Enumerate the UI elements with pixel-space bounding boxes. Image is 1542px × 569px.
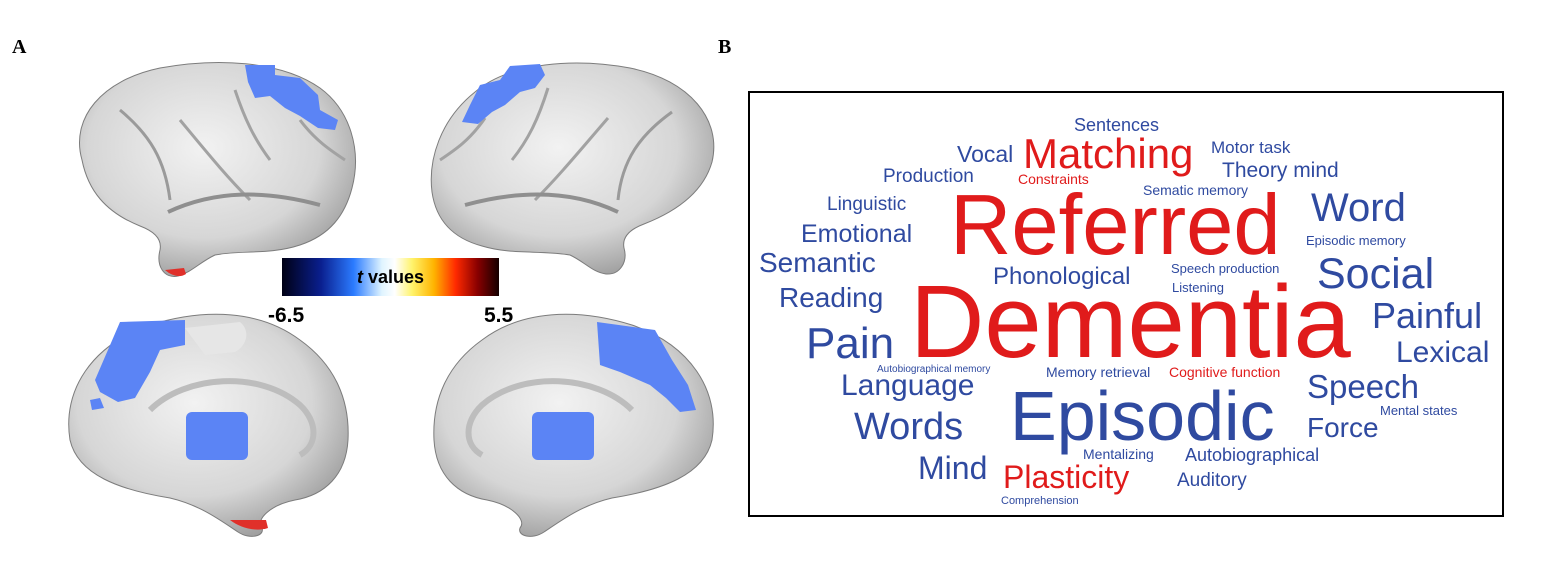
word-vocal: Vocal xyxy=(957,141,1014,167)
word-language: Language xyxy=(841,369,975,402)
colorbar-gradient xyxy=(282,258,499,296)
word-reading: Reading xyxy=(779,282,884,313)
word-mentalizing: Mentalizing xyxy=(1083,446,1154,462)
word-autobiographical-memory: Autobiographical memory xyxy=(877,364,991,375)
brain-lateral-left xyxy=(79,62,356,277)
colorbar-title: t values xyxy=(282,258,499,296)
word-force: Force xyxy=(1307,412,1379,443)
word-plasticity: Plasticity xyxy=(1003,459,1130,495)
brain-surface-renders xyxy=(68,62,715,537)
word-motor-task: Motor task xyxy=(1211,138,1291,157)
word-social: Social xyxy=(1317,250,1435,298)
word-emotional: Emotional xyxy=(801,220,913,248)
panel-label-a: A xyxy=(12,36,27,58)
colorbar-title-symbol: t xyxy=(356,266,363,287)
word-referred: Referred xyxy=(950,178,1281,273)
colorbar-min-label: -6.5 xyxy=(268,304,305,327)
word-pain: Pain xyxy=(806,319,895,368)
word-mind: Mind xyxy=(918,450,988,486)
word-production: Production xyxy=(883,166,974,187)
word-sematic-memory: Sematic memory xyxy=(1143,182,1249,198)
word-speech: Speech xyxy=(1307,368,1419,405)
word-comprehension: Comprehension xyxy=(1001,495,1079,507)
word-constraints: Constraints xyxy=(1018,171,1089,187)
word-mental-states: Mental states xyxy=(1380,403,1458,418)
word-memory-retrieval: Memory retrieval xyxy=(1046,364,1151,380)
word-theory-mind: Theory mind xyxy=(1222,159,1339,182)
word-lexical: Lexical xyxy=(1396,336,1490,369)
colorbar-title-text: values xyxy=(367,266,425,287)
word-semantic: Semantic xyxy=(759,247,876,278)
word-cognitive-function: Cognitive function xyxy=(1169,364,1281,380)
word-sentences: Sentences xyxy=(1074,115,1160,135)
word-phonological: Phonological xyxy=(993,263,1131,290)
word-matching: Matching xyxy=(1023,130,1194,177)
panel-label-b: B xyxy=(718,36,732,58)
word-speech-production: Speech production xyxy=(1171,261,1280,276)
colorbar-max-label: 5.5 xyxy=(484,304,514,327)
word-autobiographical: Autobiographical xyxy=(1185,445,1320,465)
colorbar: t values xyxy=(282,258,499,296)
brain-medial-right xyxy=(433,313,714,537)
word-episodic-memory: Episodic memory xyxy=(1306,233,1406,248)
word-episodic: Episodic xyxy=(1010,377,1275,455)
word-painful: Painful xyxy=(1372,295,1483,336)
word-cloud: Sentences Vocal Matching Motor task Theo… xyxy=(748,91,1504,517)
word-word: Word xyxy=(1311,186,1406,230)
word-dementia: Dementia xyxy=(910,264,1351,379)
brain-lateral-right xyxy=(430,62,715,275)
word-linguistic: Linguistic xyxy=(827,194,907,215)
word-words: Words xyxy=(854,406,964,448)
brain-medial-left xyxy=(68,313,349,537)
word-auditory: Auditory xyxy=(1177,470,1247,491)
word-listening: Listening xyxy=(1172,280,1225,295)
